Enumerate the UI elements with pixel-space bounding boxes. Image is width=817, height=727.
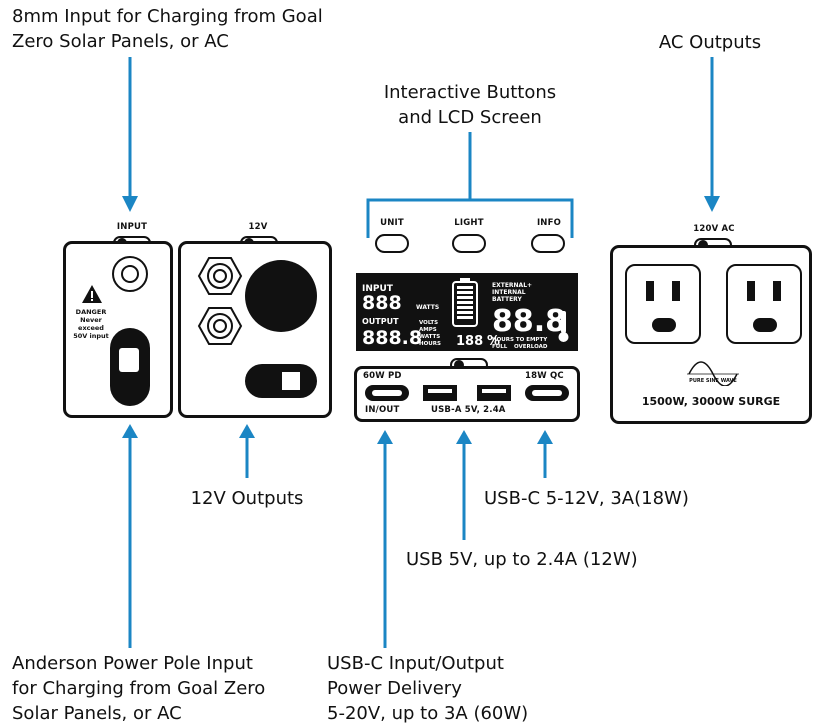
lcd-battery-line3: BATTERY — [492, 296, 522, 303]
arrow-ac-outputs-head — [704, 196, 720, 212]
lcd-watts-label: WATTS — [416, 304, 439, 311]
input-toggle-label: INPUT — [116, 222, 148, 232]
usb-qc-label: 18W QC — [525, 371, 564, 381]
ac-outlet-2[interactable] — [726, 264, 802, 344]
usb-inout-label: IN/OUT — [365, 405, 400, 415]
callout-ac-outputs: AC Outputs — [658, 32, 762, 53]
usb-panel: 60W PD IN/OUT USB-A 5V, 2.4A 18W QC — [354, 366, 580, 422]
lcd-amps-label: AMPS — [419, 327, 437, 333]
arrow-usb-a-head — [456, 430, 472, 444]
info-label: INFO — [536, 218, 562, 228]
ac-outlet-1[interactable] — [625, 264, 701, 344]
8mm-input-port[interactable] — [112, 256, 148, 292]
lcd-battery-line2: INTERNAL — [492, 289, 526, 296]
unit-button[interactable] — [375, 234, 409, 253]
usb-a-port-2[interactable] — [477, 385, 511, 401]
lcd-hours-label: HOURS — [419, 341, 441, 347]
lcd-overload: OVERLOAD — [514, 344, 548, 350]
arrow-usbc-pd-head — [377, 430, 393, 444]
callout-usb-a: USB 5V, up to 2.4A (12W) — [406, 549, 638, 570]
callout-usbc-pd: USB-C Input/Output Power Delivery 5-20V,… — [327, 653, 529, 724]
callout-usbc-qc: USB-C 5-12V, 3A(18W) — [484, 488, 689, 509]
ac-toggle-label: 120V AC — [693, 224, 735, 234]
sine-wave-icon — [687, 361, 739, 386]
lcd-hours-to-empty: HOURS TO EMPTY — [492, 337, 548, 343]
12v-toggle-label: 12V — [248, 222, 268, 232]
arrow-12v-head — [239, 424, 255, 438]
lcd-thermometer-icon — [558, 311, 569, 342]
callout-interactive-buttons: Interactive Buttons and LCD Screen — [383, 82, 557, 128]
usb-a-label: USB-A 5V, 2.4A — [431, 405, 506, 415]
danger-title: DANGER — [75, 308, 107, 316]
lcd-volts-label: VOLTS — [419, 320, 438, 326]
usbc-pd-port[interactable] — [365, 385, 409, 401]
input-panel: DANGER Never exceed 50V input — [63, 241, 173, 418]
arrow-8mm-input-head — [122, 196, 138, 212]
danger-notice: DANGER Never exceed 50V input — [68, 308, 114, 340]
warning-icon — [82, 285, 102, 303]
lcd-screen: INPUT 888 WATTS OUTPUT 888.8 VOLTS AMPS … — [356, 273, 578, 351]
ac-rating-label: 1500W, 3000W SURGE — [641, 395, 781, 408]
lcd-input-label: INPUT — [362, 284, 394, 294]
usbc-qc-port[interactable] — [525, 385, 569, 401]
lcd-output-label: OUTPUT — [362, 317, 399, 326]
light-label: LIGHT — [454, 218, 484, 228]
12v-power-switch[interactable] — [245, 364, 317, 398]
12v-panel — [178, 241, 332, 418]
12v-port-top[interactable] — [197, 256, 243, 296]
callout-12v-outputs: 12V Outputs — [190, 488, 304, 509]
info-button[interactable] — [531, 234, 565, 253]
arrow-anderson-head — [122, 424, 138, 438]
lcd-percent-sign: % — [487, 334, 500, 349]
lcd-watts2-label: WATTS — [419, 334, 440, 340]
lcd-percent-digits: 188 — [456, 334, 483, 349]
usb-a-port-1[interactable] — [423, 385, 457, 401]
anderson-port[interactable] — [110, 328, 150, 406]
danger-line1: Never exceed — [78, 316, 104, 332]
unit-label: UNIT — [380, 218, 404, 228]
usb-pd-label: 60W PD — [363, 371, 402, 381]
lcd-battery-digits: 88.8 — [492, 304, 566, 339]
danger-line2: 50V input — [73, 332, 109, 340]
car-port[interactable] — [245, 260, 317, 332]
sine-wave-label: PURE SINE WAVE — [689, 378, 737, 384]
lcd-full: FULL — [492, 344, 508, 350]
light-button[interactable] — [452, 234, 486, 253]
ac-panel: PURE SINE WAVE 1500W, 3000W SURGE — [610, 245, 812, 424]
12v-port-bottom[interactable] — [197, 306, 243, 346]
callout-anderson-input: Anderson Power Pole Input for Charging f… — [12, 653, 266, 724]
lcd-battery-line1: EXTERNAL+ — [492, 282, 532, 289]
lcd-input-digits: 888 — [362, 292, 402, 314]
callout-8mm-input: 8mm Input for Charging from Goal Zero So… — [12, 6, 323, 52]
arrow-usbc-qc-head — [537, 430, 553, 444]
lcd-battery-icon — [452, 278, 478, 327]
lcd-output-digits: 888.8 — [362, 327, 422, 349]
